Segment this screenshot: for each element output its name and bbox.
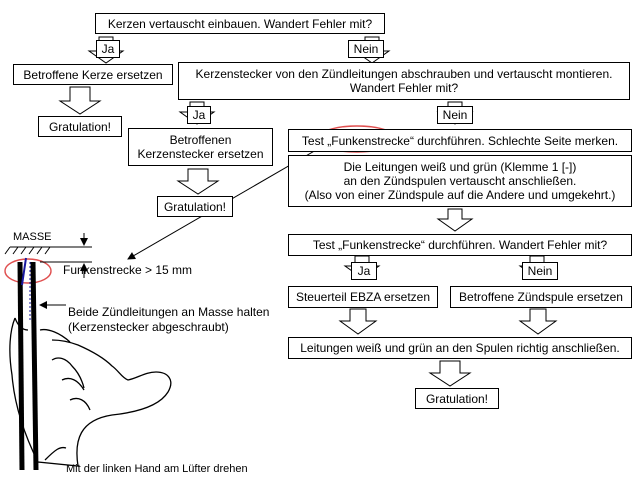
question-swap-plugs: Kerzen vertauscht einbauen. Wandert Fehl… [95, 13, 385, 34]
arrow-to-congrats3 [428, 360, 472, 387]
arrow-to-congrats2 [176, 168, 220, 195]
arrow-ebza-to-reconnect [338, 308, 378, 335]
replace-ebza-box: Steuerteil EBZA ersetzen [288, 286, 438, 308]
gloved-hand-illustration [9, 317, 172, 467]
swap-caps-box: Kerzenstecker von den Zündleitungen absc… [178, 62, 630, 100]
ignition-leads [17, 257, 39, 471]
congrats-box-3: Gratulation! [415, 388, 499, 409]
spark-gap-label: Funkenstrecke > 15 mm [63, 263, 193, 277]
replace-cap-box: Betroffenen Kerzenstecker ersetzen [128, 128, 273, 166]
congrats-box-1: Gratulation! [38, 116, 122, 137]
spark-gap-dimension [40, 233, 92, 278]
ja-label-3: Ja [351, 262, 377, 280]
swap-wires-box: Die Leitungen weiß und grün (Klemme 1 [-… [288, 155, 632, 207]
test-spark-mark-box: Test „Funkenstrecke“ durchführen. Schlec… [288, 129, 632, 152]
nein-label-1: Nein [348, 40, 384, 58]
ja-label-1: Ja [96, 40, 120, 58]
nein-label-2: Nein [437, 106, 473, 124]
arrow-to-test-q [436, 208, 474, 232]
arrow-to-congrats1 [58, 86, 102, 115]
hold-leads-label: Beide Zündleitungen an Masse halten (Ker… [68, 305, 270, 334]
ground-symbol [4, 246, 57, 255]
arrow-coil-to-reconnect [518, 308, 558, 335]
reconnect-box: Leitungen weiß und grün an den Spulen ri… [288, 337, 632, 359]
nein-label-3: Nein [522, 262, 558, 280]
replace-coil-box: Betroffene Zündspule ersetzen [450, 286, 632, 308]
test-spark-question-box: Test „Funkenstrecke“ durchführen. Wander… [288, 234, 632, 256]
masse-label: MASSE [13, 231, 52, 243]
highlight-spark-gap-ellipse [4, 258, 52, 284]
ja-label-2: Ja [187, 106, 211, 124]
replace-plug-box: Betroffene Kerze ersetzen [13, 64, 173, 85]
congrats-box-2: Gratulation! [157, 196, 233, 217]
turn-fan-label: Mit der linken Hand am Lüfter drehen [66, 463, 248, 475]
